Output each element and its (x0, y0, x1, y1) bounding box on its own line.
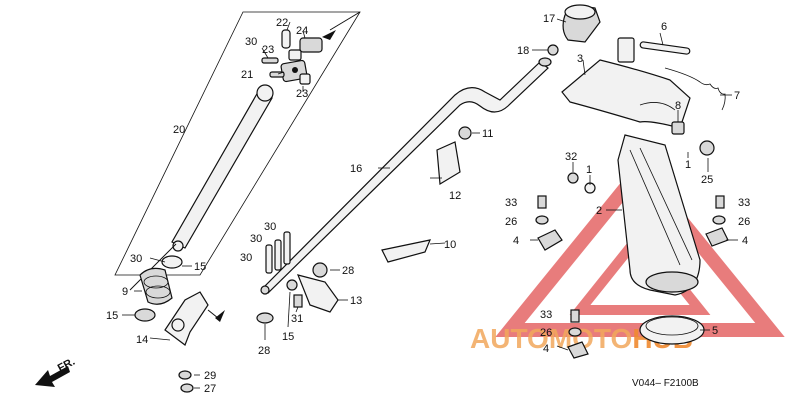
callout-30-a: 30 (264, 221, 276, 233)
left-rod-assembly (114, 11, 361, 291)
chute-body-2 (617, 134, 701, 296)
callout-14: 14 (136, 334, 148, 346)
callout-17: 17 (543, 13, 555, 25)
callout-7: 7 (734, 90, 740, 102)
diagram-code: V044– F2100B (632, 378, 699, 389)
callout-30-b: 30 (250, 233, 262, 245)
ring-5 (639, 315, 705, 345)
long-rod-16 (260, 57, 552, 295)
deflector-3 (561, 59, 691, 129)
callout-29: 29 (204, 370, 216, 382)
callout-11: 11 (482, 128, 493, 140)
rod-20 (171, 91, 273, 249)
front-direction-indicator: FR. (35, 356, 77, 387)
bracket-10 (381, 239, 431, 263)
callout-26-bottom: 26 (540, 327, 552, 339)
callout-30-top: 30 (245, 36, 257, 48)
callout-33-bottom: 33 (540, 309, 552, 321)
callout-23-bottom: 23 (296, 88, 308, 100)
callout-4-bottom: 4 (543, 343, 549, 355)
callout-2: 2 (596, 205, 602, 217)
callout-28-bottom: 28 (258, 345, 270, 357)
callout-26-right: 26 (738, 216, 750, 228)
rod-frame-outline (114, 11, 361, 276)
callout-32: 32 (565, 151, 577, 163)
leader-lines (122, 18, 738, 389)
callout-20: 20 (173, 124, 185, 136)
callout-23-top: 23 (262, 44, 274, 56)
callout-28-right: 28 (342, 265, 354, 277)
callout-15-left: 15 (106, 310, 118, 322)
callout-30-c: 30 (240, 252, 252, 264)
bracket-14 (164, 291, 209, 346)
callout-33-right: 33 (738, 197, 750, 209)
callout-13: 13 (350, 295, 362, 307)
callout-12: 12 (449, 190, 461, 202)
callout-4-right: 4 (742, 235, 748, 247)
direction-label: FR. (56, 356, 77, 375)
callout-31: 31 (291, 313, 303, 325)
lower-left-parts (134, 255, 225, 393)
callout-15-mid: 15 (282, 331, 294, 343)
callout-4-left: 4 (513, 235, 519, 247)
link-6 (639, 41, 691, 55)
callout-22: 22 (276, 17, 288, 29)
callout-18: 18 (517, 45, 529, 57)
callout-5: 5 (712, 325, 718, 337)
bracket-13 (297, 274, 339, 313)
callout-15-top: 15 (194, 261, 206, 273)
bracket-12 (436, 141, 461, 186)
callout-26-left: 26 (505, 216, 517, 228)
callout-33-left: 33 (505, 197, 517, 209)
callout-25: 25 (701, 174, 713, 186)
front-arrow-icon (35, 366, 70, 387)
callout-6: 6 (661, 21, 667, 33)
callout-1-left: 1 (586, 164, 592, 176)
callout-9: 9 (122, 286, 128, 298)
callout-21: 21 (241, 69, 253, 81)
callout-3: 3 (577, 53, 583, 65)
callout-27: 27 (204, 383, 216, 395)
callout-1-right: 1 (685, 159, 691, 171)
callout-labels: 17 6 18 3 7 8 1 1 25 32 33 26 4 2 33 26 … (106, 13, 750, 395)
middle-brackets (256, 126, 472, 324)
chute-assembly (535, 4, 729, 359)
callout-30-left: 30 (130, 253, 142, 265)
callout-24: 24 (296, 25, 308, 37)
callout-10: 10 (444, 239, 456, 251)
callout-8: 8 (675, 100, 681, 112)
watermark-text-a: AUTOMOTO (470, 323, 632, 354)
callout-16: 16 (350, 163, 362, 175)
